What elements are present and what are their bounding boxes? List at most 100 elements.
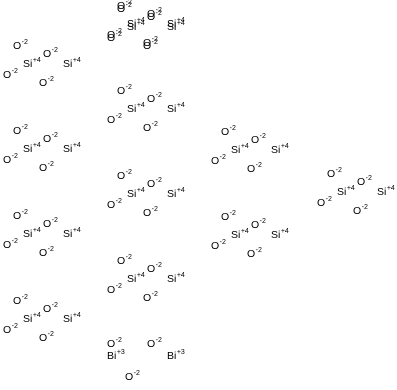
ion-charge: +4 <box>280 228 289 235</box>
oxide-ion-label: O-2 <box>107 113 122 126</box>
element-symbol: O <box>357 176 366 188</box>
silicon-ion-label: Si+4 <box>127 272 145 285</box>
ion-charge: -2 <box>229 210 236 217</box>
oxide-ion-label: O-2 <box>107 283 122 296</box>
ion-charge: +4 <box>72 142 81 149</box>
element-symbol: O <box>39 332 48 344</box>
oxide-ion-label: O-2 <box>3 153 18 166</box>
ion-charge: -2 <box>11 68 18 75</box>
ion-charge: -2 <box>255 162 262 169</box>
ion-charge: -2 <box>125 0 132 6</box>
oxide-ion-label: O-2 <box>147 10 162 23</box>
oxide-ion-label: O-2 <box>43 47 58 60</box>
oxide-ion-label: O-2 <box>247 162 262 175</box>
oxide-ion-label: O-2 <box>117 169 132 182</box>
ion-charge: -2 <box>47 76 54 83</box>
ion-charge: +4 <box>32 142 41 149</box>
ion-charge: -2 <box>115 337 122 344</box>
element-symbol: O <box>147 8 156 20</box>
silicon-ion-label: Si+4 <box>271 143 289 156</box>
ion-charge: +4 <box>280 143 289 150</box>
ion-charge: -2 <box>155 7 162 14</box>
ion-charge: +4 <box>72 227 81 234</box>
element-symbol: Si <box>23 143 33 155</box>
element-symbol: O <box>117 3 126 15</box>
oxide-ion-label: O-2 <box>39 246 54 259</box>
oxide-ion-label: O-2 <box>147 7 162 20</box>
ion-charge: +4 <box>136 17 145 24</box>
ion-charge: +4 <box>136 20 145 27</box>
silicon-ion-label: Si+4 <box>63 227 81 240</box>
oxide-ion-label: O-2 <box>125 370 140 383</box>
silicon-ion-label: Si+4 <box>231 143 249 156</box>
element-symbol: O <box>13 40 22 52</box>
ion-charge: +4 <box>136 102 145 109</box>
element-symbol: O <box>147 11 156 23</box>
element-symbol: Si <box>127 103 137 115</box>
ion-charge: +4 <box>176 20 185 27</box>
silicon-ion-label: Si+4 <box>167 187 185 200</box>
element-symbol: O <box>3 324 12 336</box>
ion-charge: -2 <box>51 47 58 54</box>
element-symbol: Si <box>23 228 33 240</box>
element-symbol: Si <box>167 103 177 115</box>
silicon-ion-label: Si+4 <box>63 142 81 155</box>
ion-charge: -2 <box>21 209 28 216</box>
element-symbol: Si <box>271 144 281 156</box>
oxide-ion-label: O-2 <box>147 337 162 350</box>
element-symbol: O <box>107 32 116 44</box>
ion-charge: -2 <box>11 153 18 160</box>
oxide-ion-label: O-2 <box>13 294 28 307</box>
element-symbol: O <box>221 126 230 138</box>
element-symbol: O <box>43 48 52 60</box>
silicon-ion-label: Si+4 <box>337 185 355 198</box>
silicon-ion-label: Si+4 <box>271 228 289 241</box>
element-symbol: O <box>125 371 134 383</box>
ion-charge: +4 <box>72 312 81 319</box>
oxide-ion-label: O-2 <box>117 254 132 267</box>
oxide-ion-label: O-2 <box>107 337 122 350</box>
oxide-ion-label: O-2 <box>107 28 122 41</box>
oxide-ion-label: O-2 <box>43 302 58 315</box>
silicon-ion-label: Si+4 <box>23 312 41 325</box>
oxide-ion-label: O-2 <box>357 175 372 188</box>
ion-charge: -2 <box>325 196 332 203</box>
oxide-ion-label: O-2 <box>143 291 158 304</box>
ion-charge: -2 <box>151 36 158 43</box>
ion-charge: +4 <box>32 227 41 234</box>
ion-charge: -2 <box>361 204 368 211</box>
element-symbol: O <box>107 114 116 126</box>
ion-charge: -2 <box>21 39 28 46</box>
ion-charge: -2 <box>219 239 226 246</box>
element-symbol: O <box>251 134 260 146</box>
oxide-ion-label: O-2 <box>107 198 122 211</box>
ion-charge: +4 <box>386 185 395 192</box>
ion-charge: -2 <box>259 133 266 140</box>
oxide-ion-label: O-2 <box>13 124 28 137</box>
oxide-ion-label: O-2 <box>147 262 162 275</box>
ion-charge: -2 <box>115 113 122 120</box>
ion-charge: -2 <box>125 254 132 261</box>
element-symbol: Si <box>231 229 241 241</box>
element-symbol: O <box>143 40 152 52</box>
element-symbol: O <box>3 69 12 81</box>
ion-charge: -2 <box>51 132 58 139</box>
oxide-ion-label: O-2 <box>43 132 58 145</box>
silicon-ion-label: Si+4 <box>127 187 145 200</box>
element-symbol: O <box>43 218 52 230</box>
oxide-ion-label: O-2 <box>39 161 54 174</box>
ion-charge: +4 <box>346 185 355 192</box>
element-symbol: O <box>143 207 152 219</box>
element-symbol: Si <box>127 21 137 33</box>
oxide-ion-label: O-2 <box>143 206 158 219</box>
element-symbol: O <box>247 248 256 260</box>
element-symbol: O <box>147 263 156 275</box>
element-symbol: Si <box>63 313 73 325</box>
ion-charge: +4 <box>136 187 145 194</box>
